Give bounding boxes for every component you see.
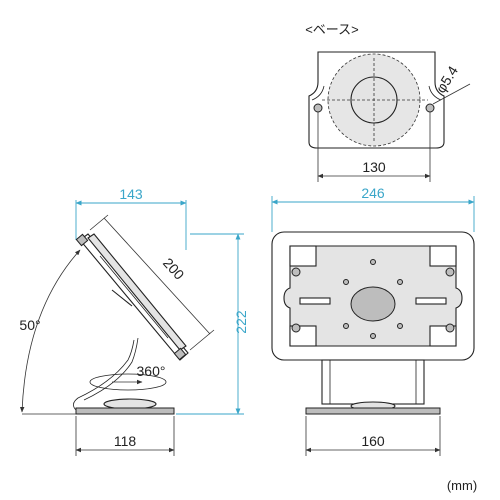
- screw-1: [343, 279, 349, 285]
- hole-leader: [432, 83, 471, 105]
- slot-left: [299, 297, 331, 305]
- front-view: 246 160: [271, 185, 475, 456]
- tilt-angle-label: 50°: [19, 317, 40, 333]
- holder-corner-bottom: [173, 347, 187, 361]
- base-plate-inner: [311, 85, 442, 101]
- base-hole-right: [425, 103, 435, 113]
- arm-dimline: [103, 217, 211, 335]
- tablet-holder-side: [75, 233, 189, 361]
- arm-ext-top: [89, 214, 109, 231]
- screw-4: [397, 323, 403, 329]
- neck: [321, 359, 425, 405]
- side-view: 143 200 360° 50° 222: [19, 186, 249, 456]
- screw-6: [445, 267, 455, 277]
- base-view: <ベース> φ5.4 130: [305, 22, 471, 182]
- angle-arc: [19, 249, 81, 413]
- screw-8: [445, 323, 455, 333]
- center-hole: [350, 286, 396, 322]
- side-base-dim: 118: [114, 433, 137, 449]
- base-view-title: <ベース>: [305, 22, 359, 37]
- front-width-dim: 246: [361, 185, 385, 201]
- holder-panel: [87, 233, 187, 351]
- slot-right: [415, 297, 447, 305]
- screw-10: [370, 333, 376, 339]
- support-arm-inner: [83, 337, 139, 401]
- arm-length-dim: 200: [160, 255, 188, 283]
- front-base-plate: [305, 407, 441, 415]
- clip-top-right: [429, 245, 457, 267]
- rotation-ring: [89, 373, 167, 391]
- holder-hinge: [111, 289, 133, 307]
- screw-9: [370, 259, 376, 265]
- clip-top-left: [289, 245, 317, 267]
- arm-ext-bottom: [189, 329, 215, 351]
- height-dim: 222: [233, 310, 249, 334]
- rotation-label: 360°: [137, 363, 166, 379]
- screw-2: [397, 279, 403, 285]
- holder-corner-top: [75, 233, 89, 247]
- base-hole-left: [313, 103, 323, 113]
- front-base-dim: 160: [361, 433, 385, 449]
- side-width-dim: 143: [119, 186, 143, 202]
- screw-3: [343, 323, 349, 329]
- screw-5: [291, 267, 301, 277]
- screw-7: [291, 323, 301, 333]
- side-base-plate: [75, 407, 175, 415]
- unit-label: (mm): [447, 478, 477, 493]
- holder-edge: [99, 255, 169, 339]
- base-width-dim: 130: [362, 159, 386, 175]
